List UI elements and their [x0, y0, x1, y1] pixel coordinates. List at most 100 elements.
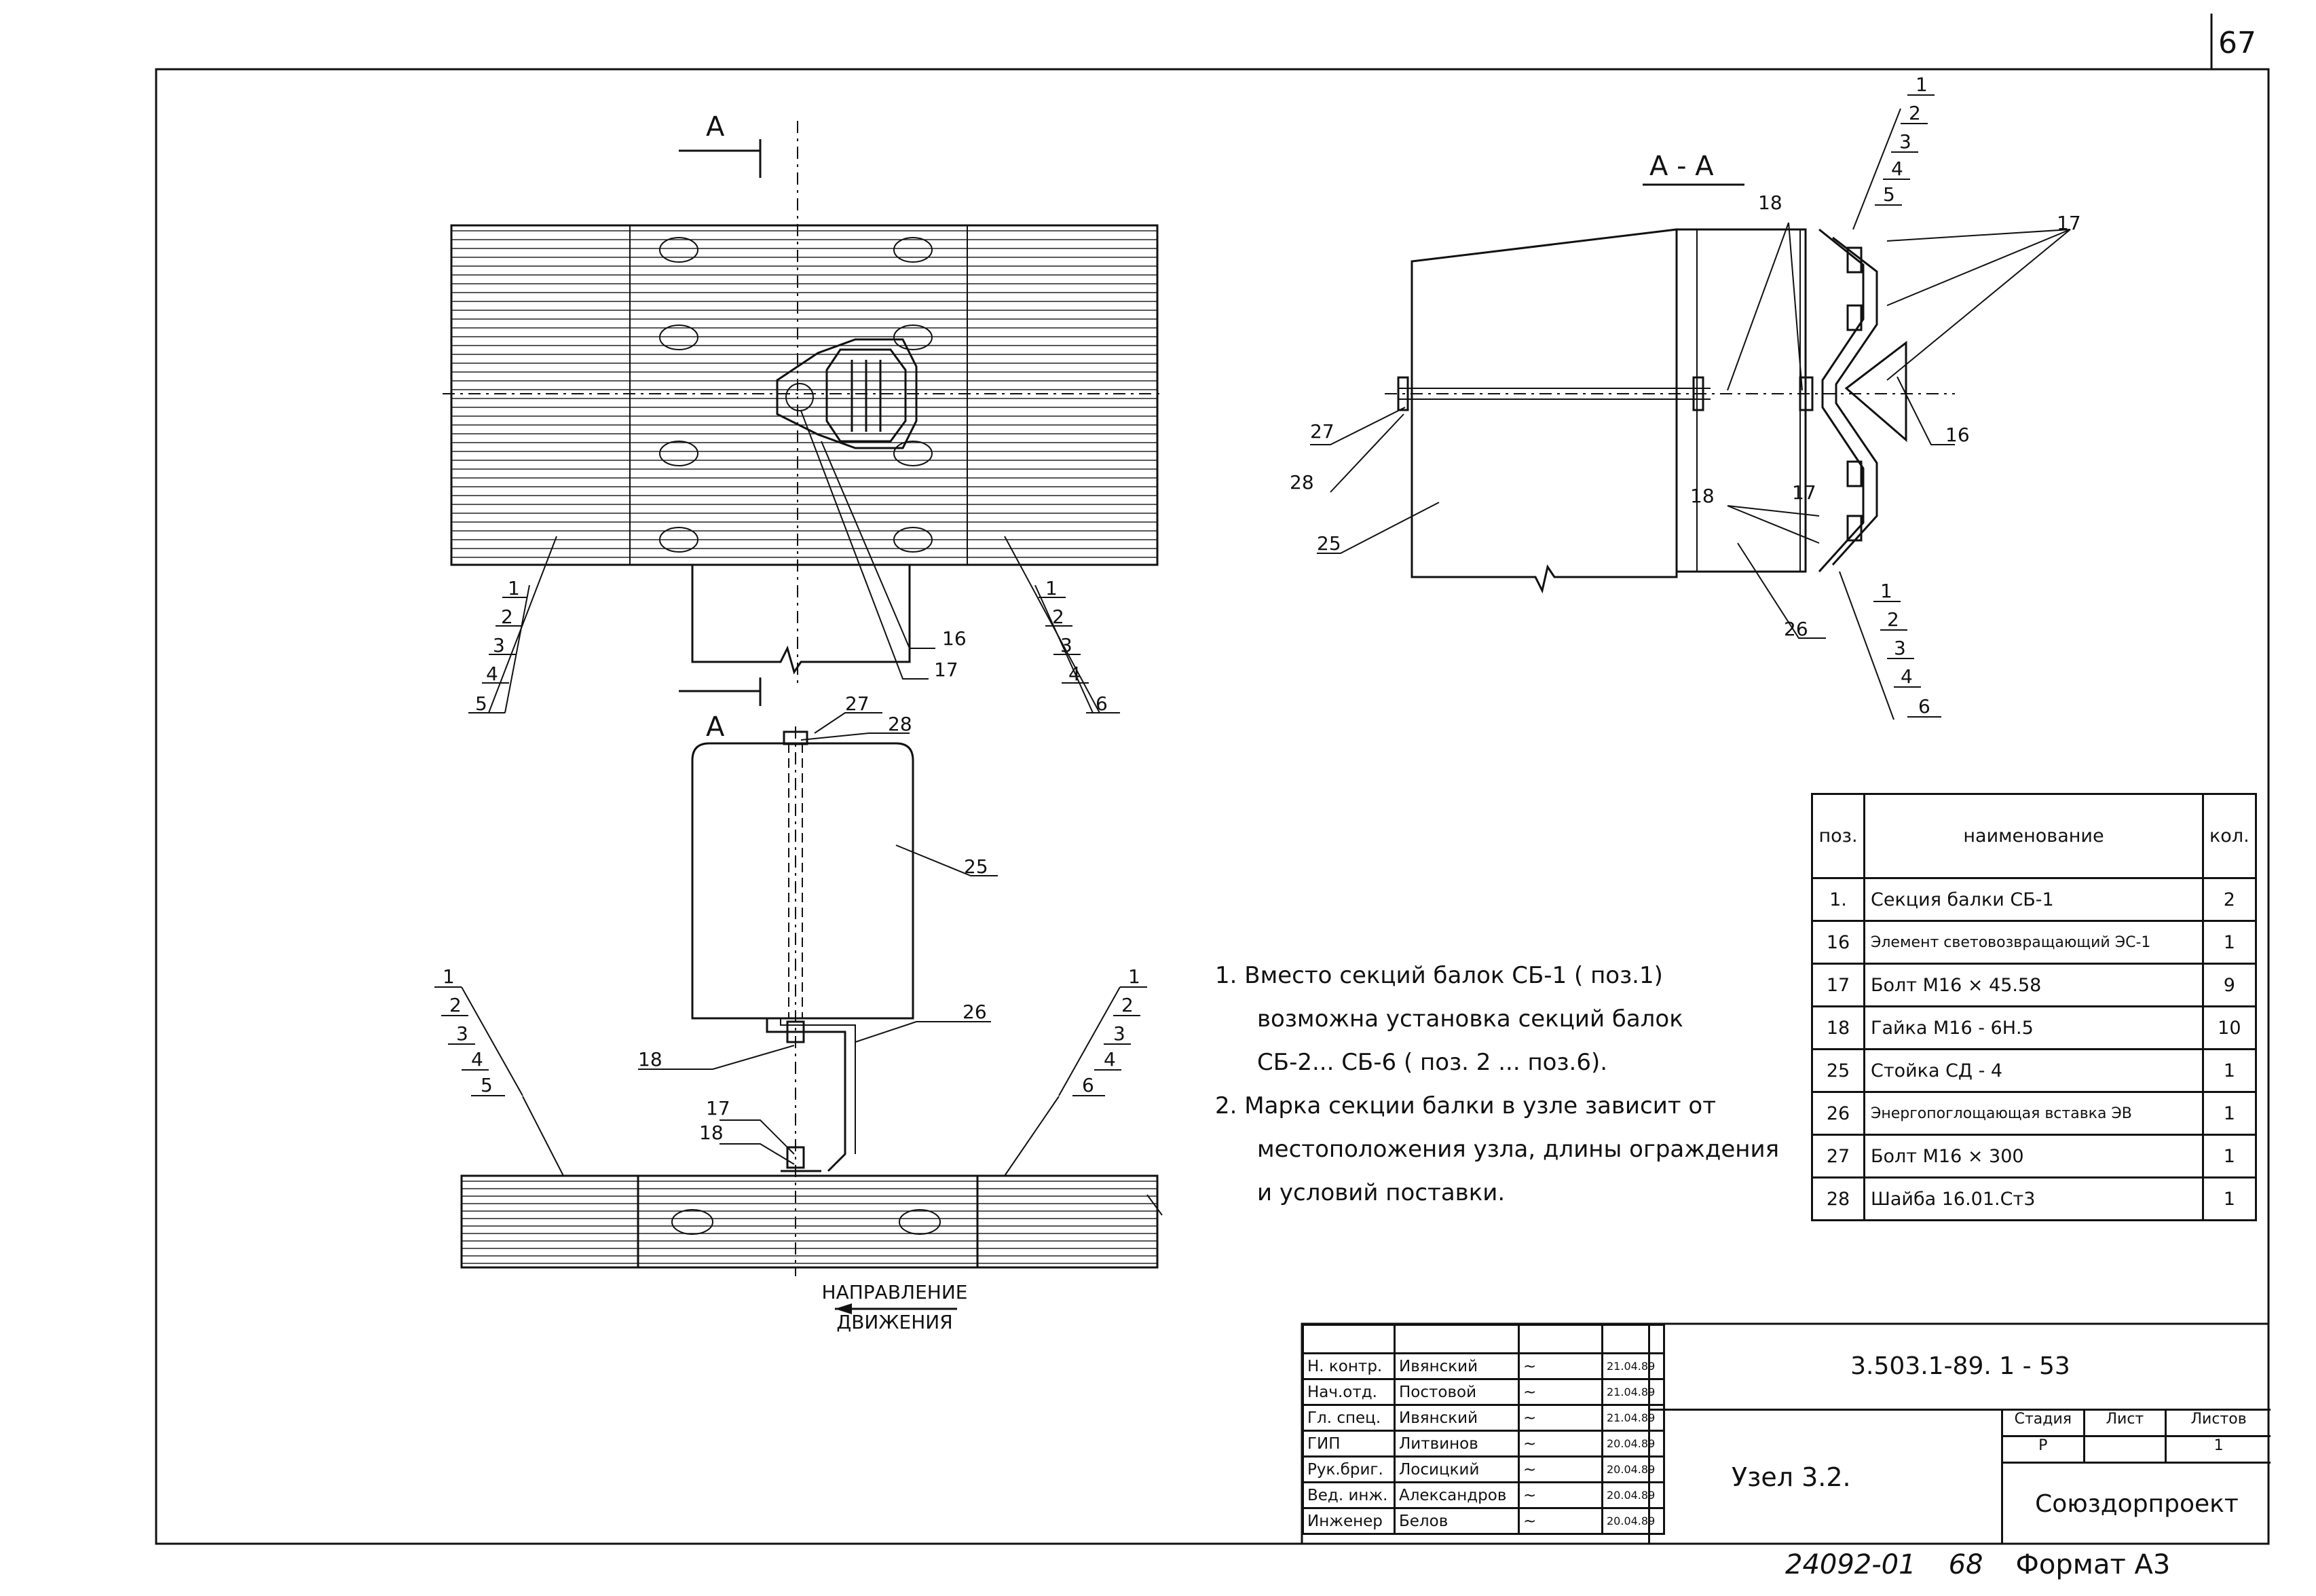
note-line-6: и условий поставки. [1257, 1179, 1506, 1206]
svg-text:3: 3 [1894, 637, 1906, 659]
svg-text:4: 4 [1901, 665, 1913, 688]
table-row: Нач.отд.Постовой~21.04.89 [1302, 1378, 1665, 1406]
signature-mark: ~ [1518, 1507, 1603, 1535]
signature-mark: ~ [1518, 1455, 1603, 1483]
svg-text:4: 4 [1104, 1048, 1116, 1071]
signature-mark: ~ [1518, 1352, 1603, 1380]
section-mark-bottom: А [706, 711, 725, 743]
plan-callout-16: 16 [942, 627, 967, 650]
svg-text:5: 5 [475, 692, 487, 715]
svg-text:6: 6 [1918, 695, 1930, 718]
svg-text:3: 3 [1060, 634, 1072, 656]
section-w-beam-outer [1818, 228, 1865, 573]
plan-beam-outline [450, 224, 1159, 566]
svg-text:1: 1 [1128, 965, 1140, 988]
plan-callout-stack-left: 1 2 3 4 5 [468, 577, 530, 715]
section-callout-stack-bottom: 1 2 3 4 6 [1873, 580, 1941, 718]
svg-text:18: 18 [1690, 485, 1715, 507]
plan-bolt-heads [659, 237, 933, 553]
svg-text:2: 2 [1052, 606, 1064, 628]
elevation-view: 27 28 25 18 26 17 18 1 2 3 4 5 1 2 3 4 6 [434, 692, 1163, 1333]
note-line-5: местоположения узла, длины ограждения [1257, 1136, 1780, 1163]
svg-text:4: 4 [471, 1048, 483, 1071]
svg-text:6: 6 [1082, 1074, 1094, 1096]
svg-text:17: 17 [1792, 481, 1816, 504]
signature-table: Н. контр.Ивянский~21.04.89 Нач.отд.Посто… [1302, 1324, 1665, 1535]
svg-text:26: 26 [1784, 618, 1808, 640]
direction-label-2: ДВИЖЕНИЯ [836, 1311, 952, 1333]
svg-text:27: 27 [845, 692, 870, 715]
elevation-leaders [522, 712, 1060, 1176]
title-block-frame [1301, 1322, 2270, 1545]
direction-label-1: НАПРАВЛЕНИЕ [822, 1281, 968, 1303]
specification-table: поз. наименование кол. 1.Секция балки СБ… [1811, 793, 2257, 1221]
section-callout-stack-top: 1 2 3 4 5 [1875, 73, 1935, 206]
elevation-post [691, 742, 914, 1020]
spec-header-qty: кол. [2202, 793, 2257, 879]
svg-text:28: 28 [1290, 471, 1314, 494]
svg-text:25: 25 [1317, 532, 1341, 555]
archive-number: 24092-01 [1785, 1549, 1916, 1580]
sheets-label: Листов [2190, 1411, 2247, 1428]
svg-text:25: 25 [964, 855, 988, 878]
notes-block: 1. Вместо секций балок СБ-1 ( поз.1) воз… [1215, 954, 1779, 1214]
plan-post-stub [691, 565, 911, 675]
note-line-3: СБ-2... СБ-6 ( поз. 2 ... поз.6). [1257, 1049, 1608, 1076]
section-insert [1675, 228, 1807, 573]
section-w-beam-inner [1831, 236, 1878, 566]
svg-text:4: 4 [1068, 663, 1081, 685]
svg-text:3: 3 [456, 1022, 468, 1045]
svg-text:1: 1 [508, 577, 520, 599]
svg-text:2: 2 [501, 606, 513, 628]
svg-text:2: 2 [449, 994, 462, 1016]
section-title: А - А [1649, 151, 1714, 182]
svg-text:18: 18 [699, 1121, 724, 1144]
sheet-label: Лист [2085, 1411, 2167, 1435]
signature-mark: ~ [1518, 1378, 1603, 1406]
elevation-beam-hatching [462, 1181, 1157, 1264]
doc-code: 3.503.1-89. 1 - 53 [1650, 1324, 2271, 1411]
signature-mark: ~ [1518, 1404, 1603, 1432]
section-leaders [1310, 108, 2071, 720]
section-cut-marks: А А [679, 111, 762, 743]
svg-text:1: 1 [1916, 73, 1928, 96]
table-row: Н. контр.Ивянский~21.04.89 [1302, 1352, 1665, 1380]
svg-text:26: 26 [963, 1001, 987, 1023]
section-a-a: А - А [1290, 73, 2081, 720]
svg-text:3: 3 [493, 634, 505, 656]
svg-text:18: 18 [638, 1048, 662, 1071]
sheets-value: 1 [2214, 1437, 2224, 1454]
svg-text:6: 6 [1096, 692, 1108, 715]
spec-header-row: поз. наименование кол. [1811, 793, 2257, 879]
note-line-4: 2. Марка секции балки в узле зависит от [1215, 1092, 1717, 1119]
table-row: Рук.бриг.Лосицкий~20.04.89 [1302, 1455, 1665, 1483]
svg-text:18: 18 [1758, 191, 1782, 214]
svg-text:4: 4 [486, 663, 498, 685]
organization: Союздорпроект [2035, 1489, 2239, 1518]
svg-text:5: 5 [1883, 183, 1895, 206]
sig-spacer-row [1302, 1324, 1665, 1354]
table-row: Вед. инж.Александров~20.04.89 [1302, 1481, 1665, 1509]
elevation-splice [637, 1174, 979, 1269]
footer: 24092-01 68 Формат А3 [1785, 1549, 2170, 1580]
svg-text:4: 4 [1891, 157, 1903, 180]
elevation-callout-stack-right: 1 2 3 4 6 [1058, 965, 1147, 1096]
svg-text:17: 17 [2057, 212, 2081, 234]
svg-text:3: 3 [1113, 1022, 1125, 1045]
footer-page: 68 [1948, 1549, 1983, 1580]
note-line-1: 1. Вместо секций балок СБ-1 ( поз.1) [1215, 962, 1663, 989]
svg-text:27: 27 [1310, 420, 1334, 443]
section-reflector [1844, 340, 1907, 443]
format-label: Формат А3 [2015, 1549, 2171, 1580]
note-line-2: возможна установка секций балок [1257, 1005, 1683, 1033]
svg-text:3: 3 [1899, 130, 1911, 153]
stage-label: Стадия [2003, 1411, 2085, 1435]
table-row: Гл. спец.Ивянский~21.04.89 [1302, 1404, 1665, 1432]
svg-text:1: 1 [1045, 577, 1058, 599]
